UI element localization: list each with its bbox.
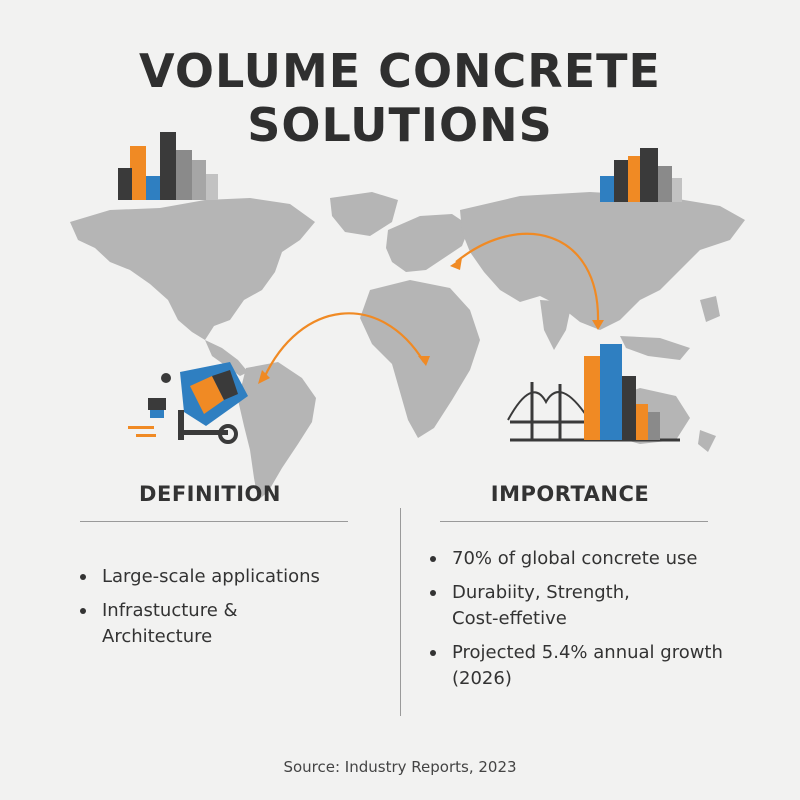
page-title: VOLUME CONCRETE SOLUTIONS	[0, 44, 800, 152]
title-line-2: SOLUTIONS	[247, 98, 553, 152]
importance-list: 70% of global concrete use Durabiity, St…	[430, 546, 750, 700]
importance-item-1-text: 70% of global concrete use	[452, 548, 698, 569]
section-divider	[400, 508, 401, 716]
definition-item-1-text: Large-scale applications	[102, 566, 320, 587]
source-note: Source: Industry Reports, 2023	[283, 758, 517, 776]
definition-rule	[80, 521, 348, 522]
arrow-heads	[258, 258, 604, 384]
bridge-skyline-icon	[507, 344, 680, 442]
connection-arrows	[263, 232, 600, 379]
definition-item-2-text: Infrastucture & Architecture	[102, 600, 238, 647]
importance-heading: IMPORTANCE	[490, 482, 650, 506]
importance-item-2: Durabiity, Strength, Cost-effetive	[430, 580, 750, 632]
world-map	[70, 192, 745, 500]
definition-item-2: Infrastucture & Architecture	[80, 598, 370, 650]
importance-item-3-text: Projected 5.4% annual growth (2026)	[452, 642, 723, 689]
cement-mixer-icon	[128, 362, 248, 444]
definition-list: Large-scale applications Infrastucture &…	[80, 564, 370, 658]
skyline-icon-left	[118, 132, 218, 200]
skyline-icon-right	[600, 148, 682, 202]
definition-heading: DEFINITION	[139, 482, 281, 506]
importance-item-1: 70% of global concrete use	[430, 546, 750, 572]
importance-item-3: Projected 5.4% annual growth (2026)	[430, 640, 750, 692]
importance-item-2-text: Durabiity, Strength, Cost-effetive	[452, 582, 630, 629]
definition-item-1: Large-scale applications	[80, 564, 370, 590]
title-line-1: VOLUME CONCRETE	[139, 44, 661, 98]
importance-rule	[440, 521, 708, 522]
